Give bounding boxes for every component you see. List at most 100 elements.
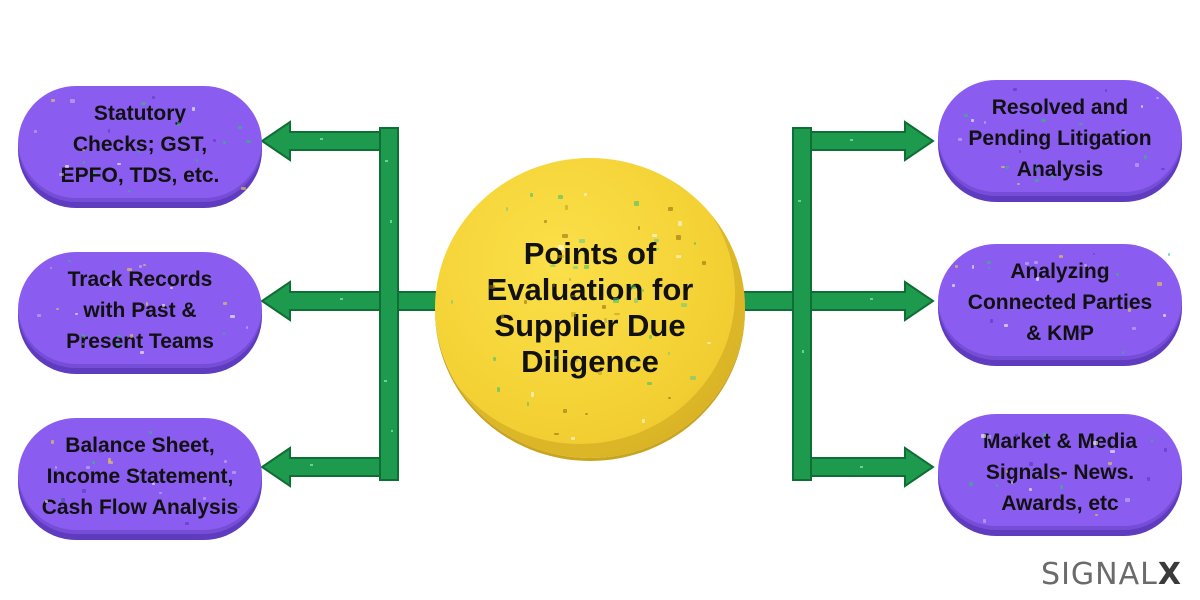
- speckle-decoration: [1135, 163, 1139, 167]
- speckle-decoration: [1079, 122, 1084, 125]
- logo-accent: X: [1157, 557, 1182, 592]
- speckle-decoration: [137, 150, 141, 153]
- speckle-decoration: [223, 460, 227, 463]
- speckle-decoration: [93, 172, 98, 175]
- speckle-decoration: [1028, 487, 1033, 492]
- speckle-decoration: [642, 419, 646, 424]
- speckle-decoration: [1144, 155, 1148, 159]
- node-label: Resolved and Pending Litigation Analysis: [968, 95, 1152, 181]
- speckle-decoration: [195, 159, 199, 162]
- speckle-decoration: [245, 325, 249, 330]
- speckle-decoration: [1035, 276, 1039, 281]
- speckle-decoration: [49, 266, 53, 270]
- speckle-decoration: [1018, 149, 1022, 153]
- speckle-decoration: [158, 492, 163, 495]
- speckle-decoration: [707, 341, 712, 345]
- node-litigation-analysis: Resolved and Pending Litigation Analysis: [938, 80, 1182, 196]
- speckle-decoration: [632, 359, 637, 363]
- speckle-decoration: [694, 241, 697, 246]
- speckle-decoration: [229, 314, 235, 318]
- speckle-decoration: [598, 370, 603, 376]
- node-label: Track Records with Past & Present Teams: [66, 267, 214, 353]
- speckle-decoration: [1160, 167, 1166, 171]
- speckle-decoration: [1034, 167, 1038, 171]
- speckle-decoration: [681, 303, 688, 308]
- speckle-decoration: [1051, 174, 1054, 178]
- speckle-decoration: [67, 260, 72, 263]
- speckle-decoration: [585, 412, 588, 415]
- speckle-decoration: [1035, 178, 1040, 183]
- speckle-decoration: [222, 141, 226, 145]
- speckle-decoration: [1104, 89, 1108, 92]
- speckle-decoration: [1146, 477, 1151, 481]
- speckle-decoration: [1093, 252, 1096, 256]
- speckle-decoration: [151, 96, 155, 100]
- speckle-decoration: [1083, 263, 1087, 267]
- node-track-records: Track Records with Past & Present Teams: [18, 252, 262, 368]
- speckle-decoration: [656, 247, 659, 251]
- speckle-decoration: [578, 239, 585, 243]
- speckle-decoration: [116, 335, 121, 339]
- speckle-decoration: [1005, 470, 1008, 473]
- speckle-decoration: [505, 206, 509, 211]
- speckle-decoration: [558, 255, 565, 259]
- speckle-decoration: [1042, 433, 1047, 437]
- speckle-decoration: [170, 286, 174, 289]
- speckle-decoration: [231, 470, 237, 474]
- speckle-decoration: [527, 401, 530, 407]
- speckle-decoration: [1107, 461, 1113, 466]
- speckle-decoration: [36, 313, 42, 318]
- speckle-decoration: [649, 335, 653, 339]
- speckle-decoration: [1013, 88, 1017, 92]
- center-hub: Points of Evaluation for Supplier Due Di…: [435, 158, 745, 458]
- left-hub-link: [397, 291, 439, 311]
- speckle-decoration: [82, 333, 86, 338]
- speckle-decoration: [148, 431, 153, 434]
- speckle-decoration: [225, 482, 228, 486]
- speckle-decoration: [451, 300, 454, 304]
- speckle-decoration: [676, 254, 682, 258]
- speckle-decoration: [1006, 166, 1010, 170]
- speckle-decoration: [192, 107, 196, 111]
- speckle-decoration: [70, 99, 75, 103]
- speckle-decoration: [236, 506, 240, 509]
- speckle-decoration: [192, 478, 197, 482]
- speckle-decoration: [584, 193, 588, 196]
- right-trunk: [792, 127, 812, 481]
- left-trunk: [379, 127, 399, 481]
- node-financial-analysis: Balance Sheet, Income Statement, Cash Fl…: [18, 418, 262, 534]
- speckle-decoration: [45, 500, 49, 504]
- speckle-decoration: [634, 297, 639, 303]
- speckle-decoration: [972, 265, 975, 269]
- speckle-decoration: [65, 164, 70, 169]
- arrow-right-middle: [810, 280, 935, 322]
- speckle-decoration: [690, 376, 697, 380]
- speckle-decoration: [141, 101, 146, 106]
- speckle-decoration: [143, 263, 147, 266]
- speckle-decoration: [59, 173, 64, 176]
- speckle-decoration: [127, 189, 131, 193]
- speckle-decoration: [572, 265, 578, 270]
- speckle-decoration: [584, 264, 590, 269]
- speckle-decoration: [1016, 182, 1021, 186]
- speckle-decoration: [1163, 422, 1166, 426]
- speckle-decoration: [1110, 449, 1115, 453]
- speckle-decoration: [1000, 166, 1005, 169]
- speckle-decoration: [552, 282, 556, 288]
- speckle-decoration: [983, 519, 986, 523]
- speckle-decoration: [569, 277, 572, 282]
- arrow-right-top: [810, 120, 935, 162]
- speckle-decoration: [213, 139, 217, 142]
- speckle-decoration: [161, 303, 165, 308]
- speckle-decoration: [177, 122, 180, 127]
- speckle-decoration: [1125, 498, 1130, 502]
- speckle-decoration: [92, 460, 95, 464]
- speckle-decoration: [543, 220, 547, 223]
- speckle-decoration: [640, 289, 644, 292]
- speckle-decoration: [955, 264, 959, 268]
- speckle-decoration: [1155, 96, 1159, 100]
- speckle-decoration: [1167, 253, 1170, 256]
- node-label: Balance Sheet, Income Statement, Cash Fl…: [41, 433, 239, 519]
- speckle-decoration: [146, 302, 149, 306]
